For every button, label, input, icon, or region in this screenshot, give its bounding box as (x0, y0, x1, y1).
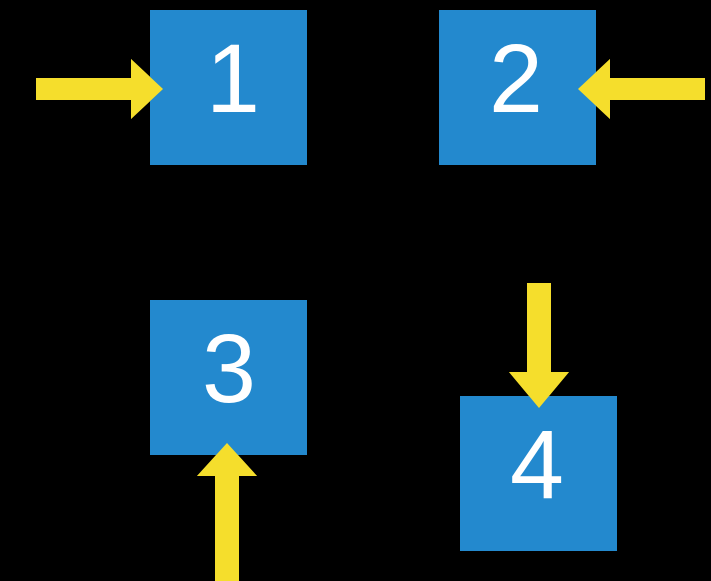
node-label-1: 1 (206, 24, 260, 133)
node-box-2[interactable]: 2 (439, 10, 596, 165)
node-box-1[interactable]: 1 (150, 10, 307, 165)
node-label-2: 2 (489, 24, 543, 133)
arrow-head-into-node-3 (197, 443, 257, 476)
node-box-3[interactable]: 3 (150, 300, 307, 455)
node-label-4: 4 (510, 410, 564, 519)
arrow-head-into-node-1 (131, 59, 163, 119)
arrow-head-into-node-2 (578, 59, 610, 119)
node-label-3: 3 (202, 314, 256, 423)
node-box-4[interactable]: 4 (460, 396, 617, 551)
arrow-into-node-3 (197, 443, 257, 581)
arrow-head-into-node-4 (509, 372, 569, 408)
